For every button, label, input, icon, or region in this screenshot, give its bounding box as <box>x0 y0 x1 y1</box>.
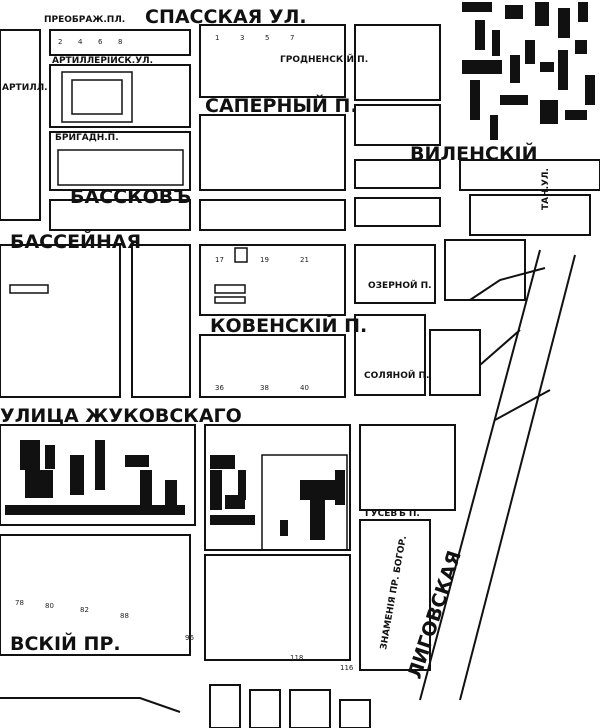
house-number: 36 <box>215 384 224 392</box>
label-kovensky: КОВЕНСКІЙ П. <box>210 314 367 337</box>
house-number: 6 <box>98 38 103 46</box>
house-number: 96 <box>185 634 194 642</box>
industrial-blocks <box>455 0 600 140</box>
house-number: 38 <box>260 384 269 392</box>
house-number: 80 <box>45 602 54 610</box>
house-number: 17 <box>215 256 224 264</box>
label-brigadny: БРИГАДН.П. <box>55 133 119 143</box>
label-basseynaya: БАССЕЙНАЯ <box>10 230 141 253</box>
house-number: 2 <box>58 38 62 46</box>
ligovka-lines <box>419 249 576 701</box>
label-artilleriyskaya: АРТИЛЛЕРІЙСК.УЛ. <box>52 54 153 66</box>
label-vilensky: ВИЛЕНСКІЙ <box>410 142 538 165</box>
label-basskov: БАССКОВЪ <box>70 186 191 208</box>
label-preobrazh-square: ПРЕОБРАЖ.ПЛ. <box>44 15 125 25</box>
label-solyanoy: СОЛЯНОЙ П. <box>364 369 429 381</box>
label-sapernyy: САПЕРНЫЙ П. <box>205 94 358 117</box>
label-zhukovskago: УЛИЦА ЖУКОВСКАГО <box>0 405 242 427</box>
house-number: 21 <box>300 256 309 264</box>
house-number: 88 <box>120 612 129 620</box>
house-number: 82 <box>80 606 89 614</box>
house-number: 40 <box>300 384 309 392</box>
label-gusev: ГУСЕВЪ П. <box>365 509 420 519</box>
label-spasskaya: СПАССКАЯ УЛ. <box>145 6 307 28</box>
house-number: 7 <box>290 34 294 42</box>
house-number: 5 <box>265 34 269 42</box>
city-blocks <box>0 24 600 671</box>
house-number: 1 <box>215 34 219 42</box>
label-nevsky: ВСКІЙ ПР. <box>10 632 121 655</box>
label-ozerny: ОЗЕРНОЙ П. <box>368 279 432 291</box>
house-number: 78 <box>15 599 24 607</box>
courtyards <box>9 71 348 551</box>
house-number: 118 <box>290 654 303 662</box>
house-numbers: 2 4 6 8 1 3 5 7 17 19 21 36 38 40 78 80 … <box>15 34 354 672</box>
dark-buildings <box>5 440 345 540</box>
label-tanskoy: ТАН.УЛ. <box>541 168 551 210</box>
label-grodnensky: ГРОДНЕНСКІЙ П. <box>280 53 368 65</box>
house-number: 19 <box>260 256 269 264</box>
house-number: 8 <box>118 38 122 46</box>
house-number: 116 <box>340 664 354 672</box>
label-artilleriyskaya-left: АРТИЛЛ. <box>2 83 48 93</box>
house-number: 3 <box>240 34 244 42</box>
bottom-blocks <box>0 684 371 728</box>
house-number: 4 <box>78 38 83 46</box>
